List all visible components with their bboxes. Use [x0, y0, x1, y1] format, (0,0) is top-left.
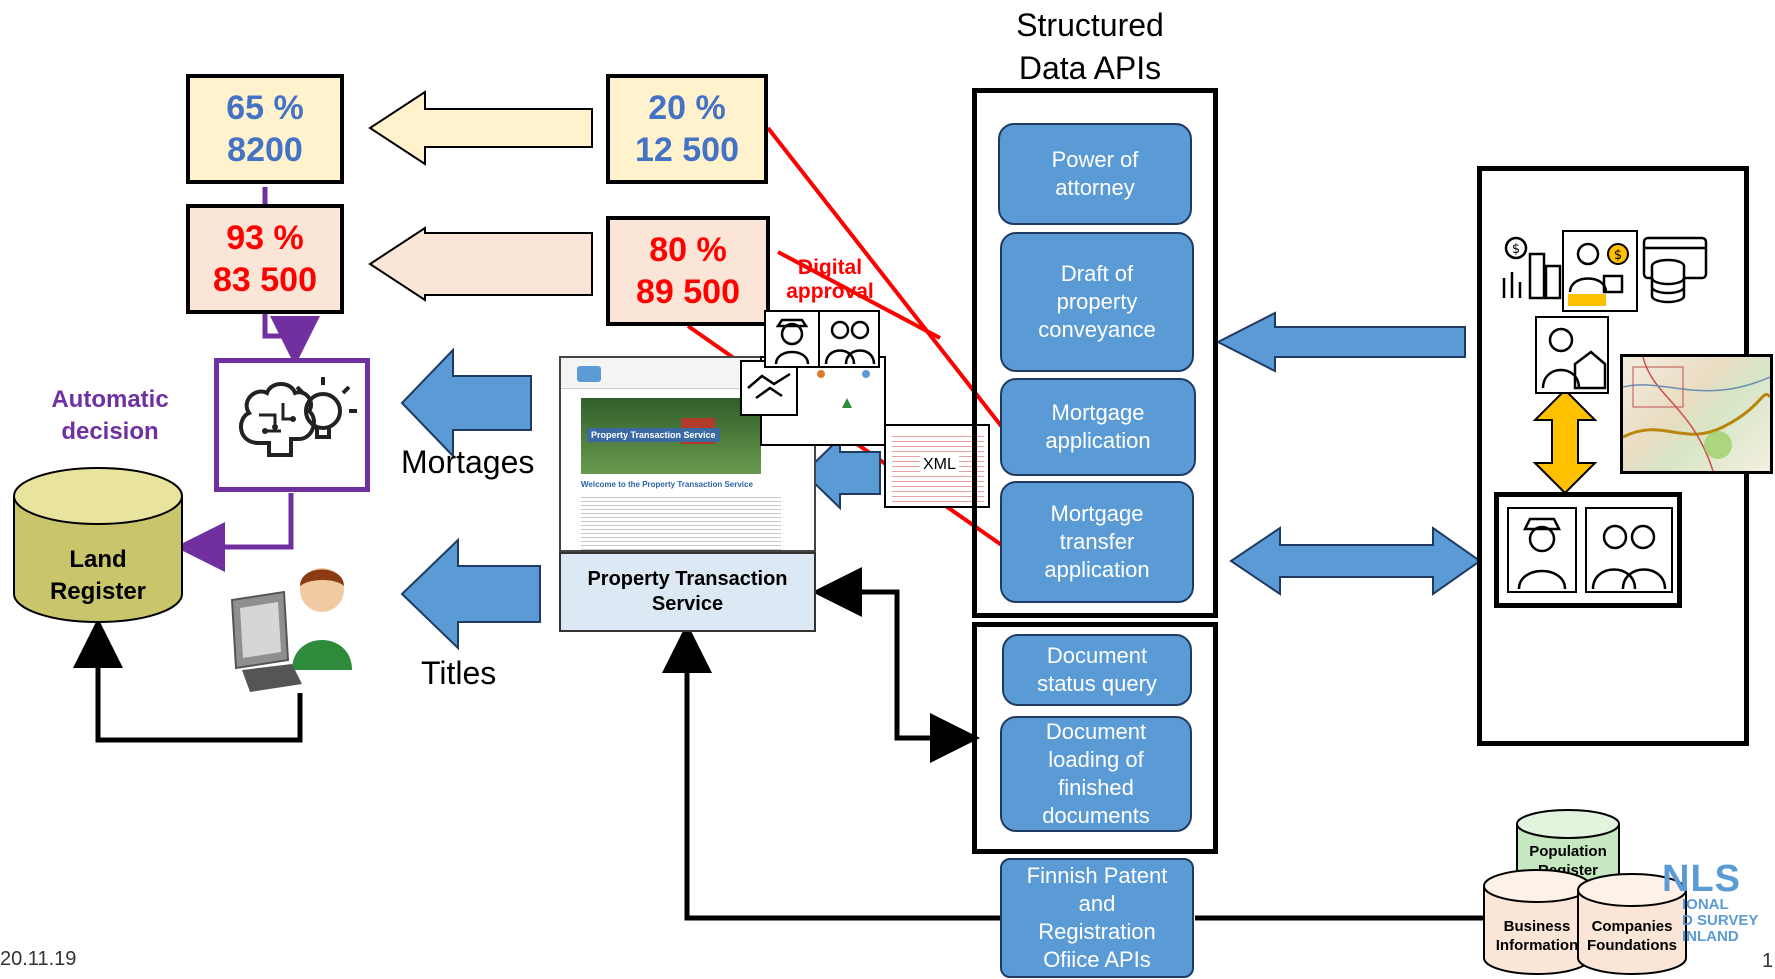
land-register-label: Land Register — [49, 546, 147, 605]
old-man-client-icon — [1507, 507, 1577, 593]
business-information-cylinder — [1483, 869, 1591, 975]
automatic-decision-box — [214, 358, 370, 492]
stat-box-mid-top: 20 % 12 500 — [606, 74, 768, 184]
property-transaction-service-box: Property Transaction Service — [559, 552, 816, 632]
api-mortgage-transfer-application[interactable]: Mortgage transfer application — [1000, 481, 1194, 603]
api-draft-property-conveyance[interactable]: Draft of property conveyance — [1000, 232, 1194, 372]
api-mortgage-application[interactable]: Mortgage application — [1000, 378, 1196, 476]
officer-computer-icon — [230, 568, 352, 692]
agent-house-icon — [1535, 316, 1609, 394]
page-number: 1 — [1762, 950, 1774, 972]
stat-box-left-bottom: 93 % 83 500 — [186, 204, 344, 314]
companies-foundations-cylinder — [1577, 873, 1687, 975]
document-apis-frame — [972, 622, 1218, 854]
red-line-1 — [766, 126, 1004, 429]
stat-box-left-top: 65 % 8200 — [186, 74, 344, 184]
couple-client-icon — [1585, 507, 1673, 593]
stat-count: 8200 — [227, 131, 303, 169]
property-map-image — [1620, 354, 1773, 474]
black-officer-line — [73, 618, 303, 743]
blue-arrow-xml — [802, 435, 881, 511]
stat-count: 83 500 — [213, 261, 317, 299]
database-window-icon — [1642, 236, 1710, 306]
clients-people-box — [1494, 492, 1682, 608]
nls-logo-line3: INLAND — [1682, 928, 1739, 945]
stat-percent: 80 % — [649, 231, 727, 269]
hollow-arrow-top — [368, 90, 593, 166]
nls-logo: NLS IONAL D SURVEY INLAND — [1640, 858, 1775, 945]
titles-label: Titles — [421, 655, 497, 691]
blue-arrow-titles — [400, 537, 541, 651]
structured-apis-title: Structured Data APIs — [1016, 7, 1164, 86]
digital-approval-label: Digital approval — [786, 256, 874, 303]
finance-building-icon: $ — [1500, 232, 1570, 302]
structured-apis-frame — [972, 88, 1218, 618]
banker-icon: $ — [1562, 230, 1638, 312]
companies-foundations-label: Companies Foundations — [1587, 918, 1677, 954]
stat-percent: 93 % — [226, 219, 304, 257]
xml-label: XML — [920, 456, 959, 474]
stat-percent: 20 % — [648, 89, 726, 127]
api-document-loading[interactable]: Document loading of finished documents — [1000, 716, 1192, 832]
mortages-label: Mortages — [401, 444, 535, 480]
brain-bulb-icon — [239, 377, 357, 457]
stat-box-mid-bottom: 80 % 89 500 — [606, 216, 770, 326]
red-line-3 — [777, 250, 941, 340]
house-photo: Property Transaction Service — [581, 398, 761, 474]
couple-icon — [818, 310, 880, 368]
svg-text:$: $ — [1512, 242, 1520, 257]
blue-arrow-clients — [1215, 311, 1466, 373]
nls-logo-mark: NLS — [1662, 858, 1741, 900]
date-label: 20.11.19 — [0, 948, 77, 970]
purple-decision-line — [175, 493, 294, 572]
api-power-of-attorney[interactable]: Power of attorney — [998, 123, 1192, 225]
svg-text:$: $ — [1614, 248, 1622, 263]
nls-logo-icon — [577, 366, 601, 382]
stat-percent: 65 % — [226, 89, 304, 127]
nls-logo-line1: IONAL — [1682, 896, 1729, 913]
black-docs-line — [822, 589, 980, 763]
screenshot-title: Property Transaction Service — [587, 428, 720, 442]
stat-count: 12 500 — [635, 131, 739, 169]
screenshot-welcome: Welcome to the Property Transaction Serv… — [581, 480, 753, 489]
business-information-label: Business Information — [1495, 918, 1579, 954]
black-prh-line — [662, 623, 1002, 921]
blue-arrow-mortages — [400, 347, 532, 459]
nls-logo-line2: D SURVEY — [1682, 912, 1759, 929]
hollow-arrow-bottom — [368, 226, 593, 302]
blue-double-arrow — [1229, 526, 1482, 596]
handshake-icon — [740, 360, 798, 416]
automatic-decision-label: Automatic decision — [51, 386, 169, 445]
land-register-cylinder — [13, 467, 183, 623]
api-prh[interactable]: Finnish Patent and Registration Ofiice A… — [1000, 858, 1194, 978]
screenshot-body-text — [581, 494, 781, 550]
api-document-status-query[interactable]: Document status query — [1002, 634, 1192, 706]
old-man-icon — [764, 310, 820, 368]
stat-count: 89 500 — [636, 273, 740, 311]
